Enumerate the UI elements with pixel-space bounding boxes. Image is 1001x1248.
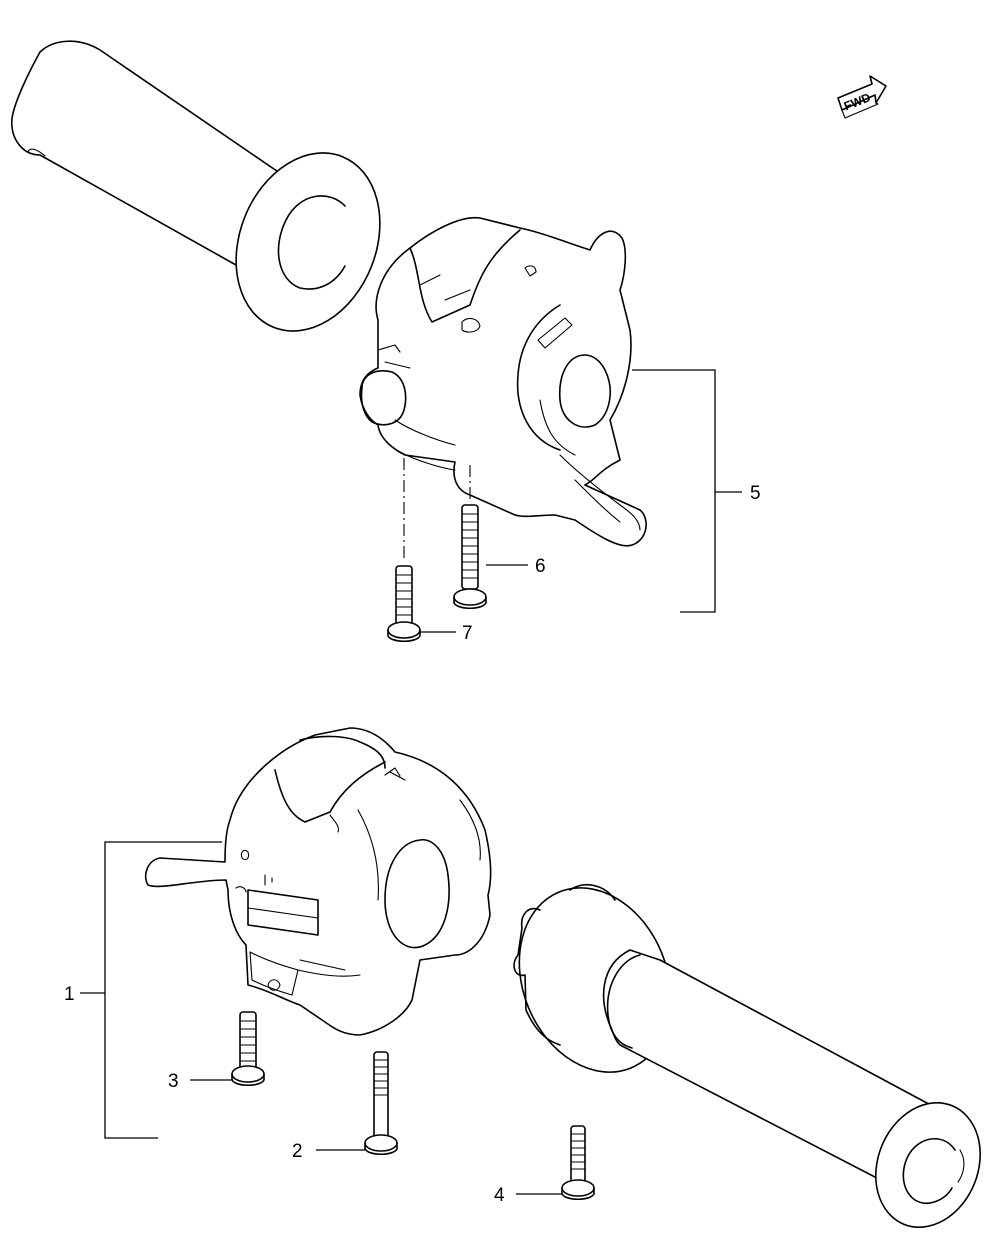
callout-4: 4 — [494, 1185, 505, 1206]
fwd-label: FWD — [842, 90, 873, 113]
callout-1: 1 — [64, 984, 75, 1005]
fwd-badge: FWD — [837, 75, 887, 119]
callout-5: 5 — [750, 483, 761, 504]
callout-7: 7 — [462, 623, 473, 644]
screw-2 — [364, 1051, 398, 1156]
screw-4 — [561, 1125, 595, 1201]
left-handlebar-grip — [11, 40, 381, 332]
screw-7 — [387, 565, 421, 643]
right-switch-housing — [144, 727, 492, 1036]
right-throttle-grip — [513, 884, 981, 1229]
left-switch-housing — [359, 216, 647, 547]
callout-2: 2 — [292, 1141, 303, 1162]
callout-3: 3 — [168, 1071, 179, 1092]
leader-lines — [80, 369, 742, 1195]
callout-labels: 1 2 3 4 5 6 7 — [64, 483, 761, 1206]
forward-arrow-icon — [837, 75, 887, 119]
callout-6: 6 — [535, 556, 546, 577]
screw-3 — [231, 1011, 265, 1087]
screw-6 — [453, 504, 487, 610]
